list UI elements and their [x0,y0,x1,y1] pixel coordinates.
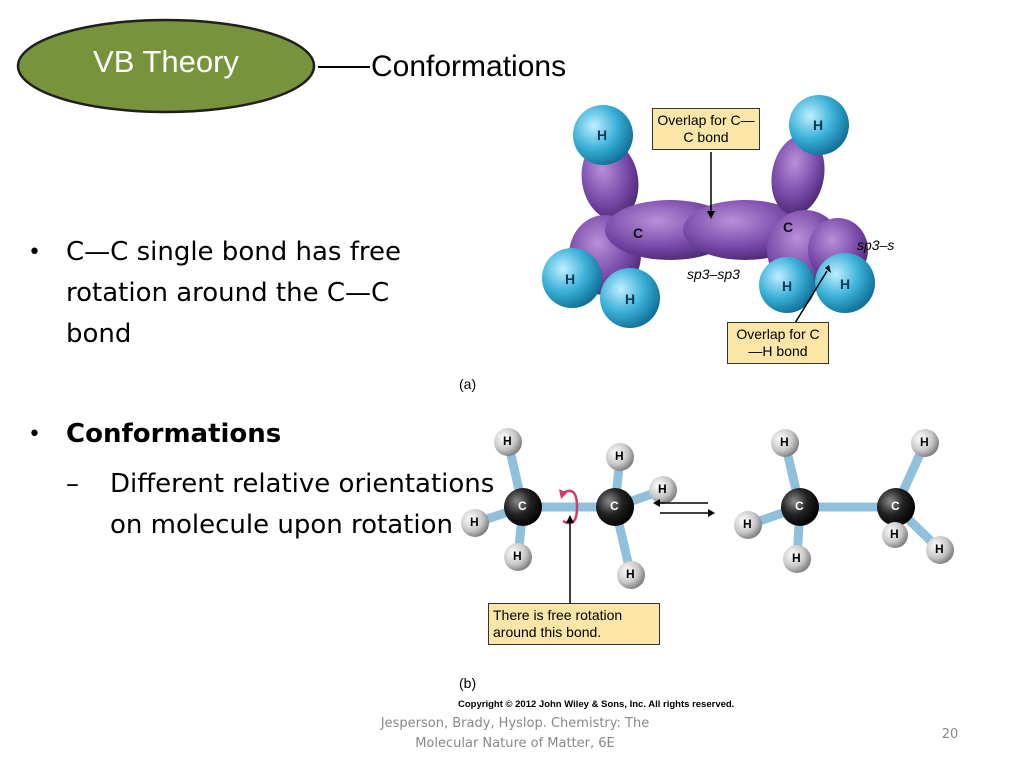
label-part-b: (b) [459,675,477,691]
bullet-text: Conformations [66,419,282,449]
footer-credit: Jesperson, Brady, Hyslop. Chemistry: The… [380,716,650,751]
c-atom [596,488,634,526]
h-atom [882,522,908,548]
ethane-orbital-diagram [542,95,875,328]
callout-ch-overlap: Overlap for C—H bond [727,322,829,364]
atom-label-h: H [625,291,636,307]
section-title: Conformations [371,50,567,83]
badge-label: VB Theory [93,44,239,79]
atom-label-h: H [782,278,793,294]
atom-label-h: H [658,482,667,496]
label-part-a: (a) [459,376,477,392]
sub-bullet-value: Different relative orientations on molec… [110,469,495,540]
h-atom [617,561,645,589]
h-atom [606,443,634,471]
h-atom [649,476,677,504]
h-sphere [759,257,815,313]
atom-label-h: H [626,567,635,581]
c-atom [877,488,915,526]
atom-label-h: H [615,449,624,463]
atom-label-h: H [890,527,899,541]
bullet-dot: • [28,422,41,447]
sub-bullet-text: Different relative orientations on molec… [110,464,500,546]
atom-label-h: H [565,271,576,287]
bullet-text: C—C single bond has free rotation around… [66,237,401,349]
atom-label-h: H [813,117,824,133]
atom-label-c: C [518,499,527,513]
atom-label-h: H [743,517,752,531]
atom-label-h: H [780,435,789,449]
h-sphere [573,105,633,165]
label-sp3-sp3: sp3–sp3 [687,266,740,282]
h-atom [734,511,762,539]
copyright-notice: Copyright © 2012 John Wiley & Sons, Inc.… [458,699,735,710]
atom-label-h: H [935,542,944,556]
atom-label-h: H [513,549,522,563]
atom-label-c: C [891,499,900,513]
h-sphere [600,268,660,328]
atom-label-c: C [783,219,794,235]
h-atom [926,536,954,564]
c-atom [781,488,819,526]
h-atom [494,428,522,456]
h-atom [911,429,939,457]
atom-label-h: H [792,551,801,565]
bullet-dot: • [28,240,41,265]
callout-cc-overlap: Overlap for C—C bond [652,108,760,150]
atom-label-h: H [470,515,479,529]
h-atom [504,543,532,571]
c-atom [504,488,542,526]
atom-label-c: C [610,499,619,513]
atom-label-h: H [597,127,608,143]
atom-label-h: H [840,276,851,292]
connector-line [318,66,370,68]
h-atom [783,545,811,573]
atom-label-h: H [503,434,512,448]
vb-theory-oval-badge [16,18,316,114]
atom-label-c: C [633,225,644,241]
ethane-figure: H H H H H H C C Overlap for C—C bond Ove… [455,85,975,720]
label-sp3-s: sp3–s [857,237,895,253]
callout-free-rotation: There is free rotation around this bond. [488,603,660,645]
h-atom [461,509,489,537]
atom-label-c: C [795,499,804,513]
h-sphere [542,248,602,308]
h-atom [771,429,799,457]
h-sphere [815,253,875,313]
page-number: 20 [941,727,959,742]
h-sphere [789,95,849,155]
atom-label-h: H [920,435,929,449]
ball-and-stick-diagram [461,428,954,603]
sub-bullet-dash: – [66,469,79,499]
